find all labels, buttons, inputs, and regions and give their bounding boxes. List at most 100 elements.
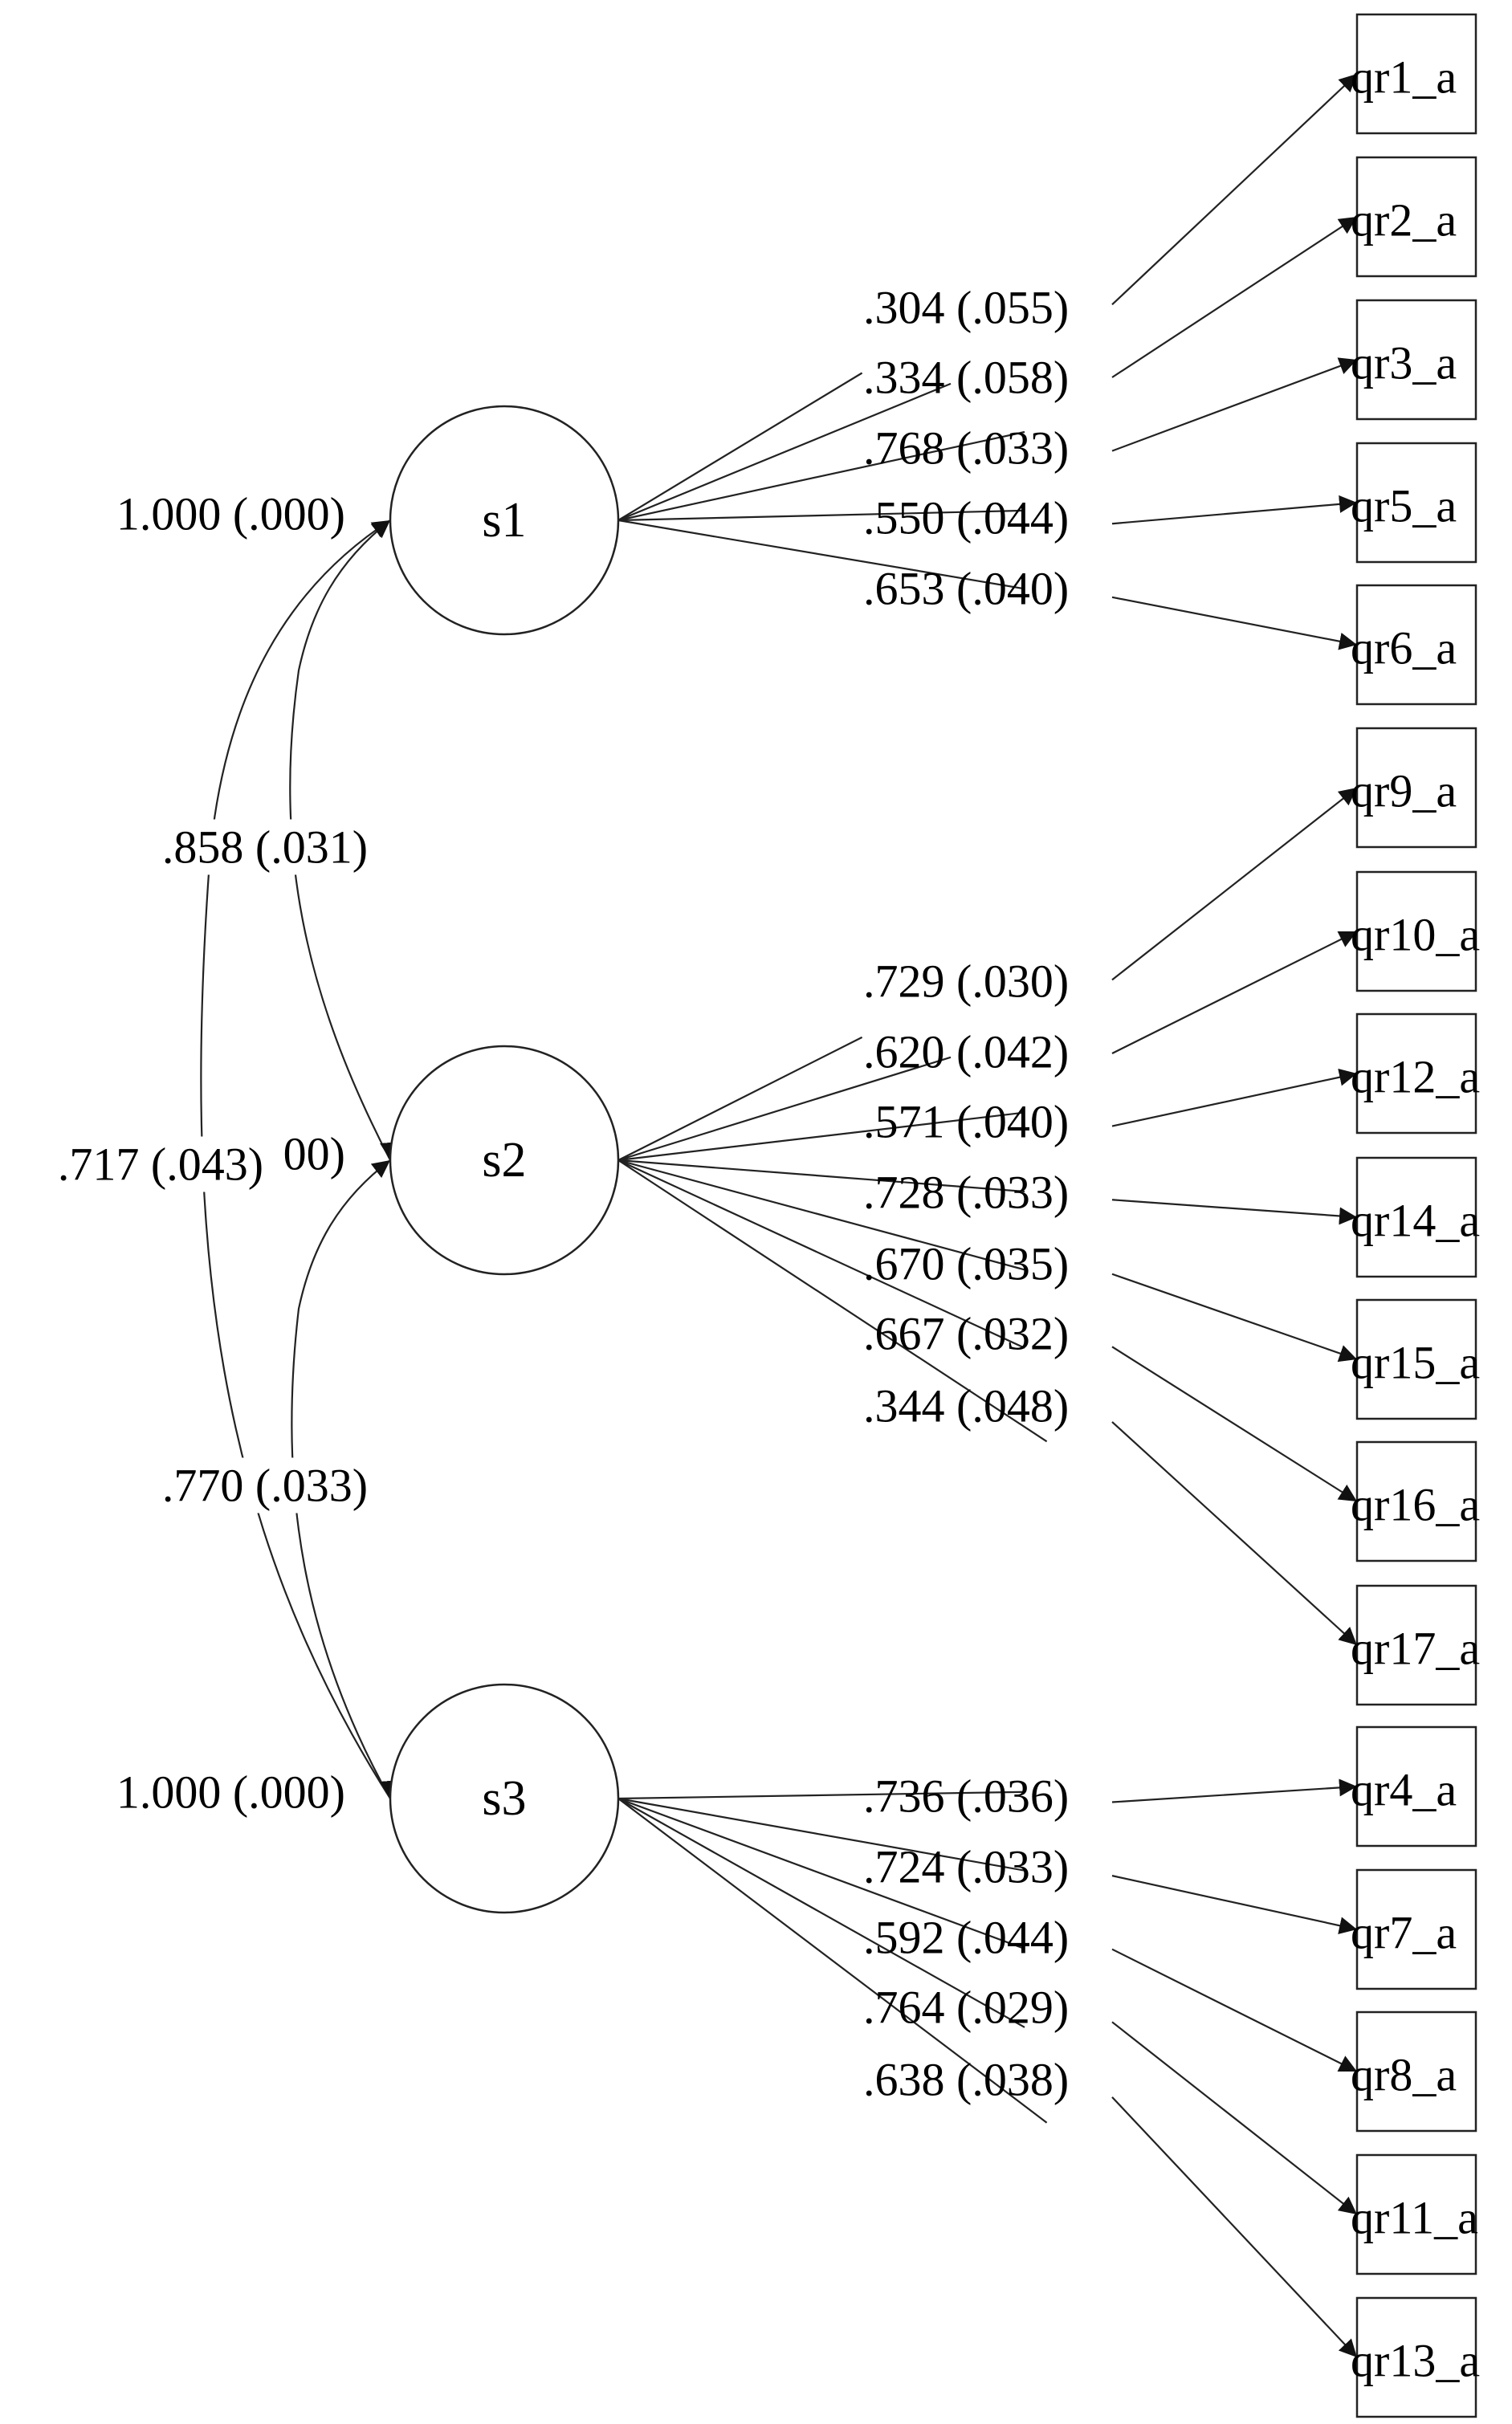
indicator-label-qr5_a: qr5_a — [1351, 480, 1457, 532]
loading-arrow-qr11_a — [1111, 2021, 1358, 2215]
edges-layer — [200, 73, 1358, 2358]
indicator-box-qr8_a — [1355, 2010, 1477, 2133]
indicator-label-qr6_a: qr6_a — [1351, 622, 1457, 674]
factor-node-s3 — [389, 1683, 620, 1914]
loading-label-qr5_a: .550 (.044) — [863, 492, 1069, 544]
cov-label-s1-s2: .858 (.031) — [162, 821, 368, 874]
indicator-label-qr1_a: qr1_a — [1351, 51, 1457, 104]
loading-arrow-qr4_a — [1111, 1778, 1358, 1803]
indicator-label-qr4_a: qr4_a — [1351, 1764, 1457, 1816]
loading-edge-qr13_a-start — [617, 1798, 1048, 2124]
indicator-box-qr1_a — [1355, 13, 1477, 135]
factor-label-s2: s2 — [482, 1133, 526, 1188]
variance-label-s2: 00) — [283, 1128, 345, 1180]
loading-arrow-qr13_a — [1111, 2096, 1358, 2358]
loading-arrow-qr15_a — [1111, 1273, 1358, 1363]
loading-label-qr8_a: .592 (.044) — [863, 1912, 1069, 1964]
loading-label-qr11_a: .764 (.029) — [863, 1982, 1069, 2034]
indicator-box-qr2_a — [1355, 156, 1477, 278]
labels-layer: s1 s2 s3 qr1_a qr2_a qr3_a qr5_a qr6_a qr9_a qr10… — [54, 51, 1480, 2387]
cov-label-backing — [158, 819, 372, 875]
indicator-label-qr3_a: qr3_a — [1351, 337, 1457, 389]
indicator-label-qr8_a: qr8_a — [1351, 2049, 1457, 2101]
loading-arrow-qr6_a — [1111, 596, 1358, 650]
loading-arrow-qr17_a — [1111, 1421, 1358, 1646]
loading-label-qr7_a: .724 (.033) — [863, 1841, 1069, 1893]
loading-label-qr3_a: .768 (.033) — [863, 422, 1069, 475]
loading-label-qr2_a: .334 (.058) — [863, 352, 1069, 404]
indicator-label-qr9_a: qr9_a — [1351, 765, 1457, 817]
nodes-layer — [389, 13, 1477, 2418]
indicator-box-qr14_a — [1355, 1156, 1477, 1278]
factor-node-s1 — [389, 405, 620, 636]
factor-node-s2 — [389, 1045, 620, 1276]
loading-label-qr14_a: .728 (.033) — [863, 1167, 1069, 1219]
cov-label-backing — [54, 1136, 267, 1192]
loading-edge-qr3_a-start — [617, 430, 1025, 522]
indicator-box-qr6_a — [1355, 584, 1477, 706]
loading-arrow-qr14_a — [1111, 1199, 1358, 1225]
loading-label-qr10_a: .620 (.042) — [863, 1026, 1069, 1078]
loading-label-qr12_a: .571 (.040) — [863, 1096, 1069, 1148]
indicator-label-qr12_a: qr12_a — [1351, 1051, 1480, 1103]
loading-edge-qr4_a-start — [617, 1791, 1025, 1800]
indicator-label-qr15_a: qr15_a — [1351, 1337, 1480, 1389]
indicator-label-qr10_a: qr10_a — [1351, 909, 1480, 961]
indicator-box-qr13_a — [1355, 2296, 1477, 2418]
cov-label-s1-s3: .717 (.043) — [58, 1139, 263, 1191]
indicator-label-qr11_a: qr11_a — [1351, 2192, 1478, 2244]
loading-label-qr4_a: .736 (.036) — [863, 1770, 1069, 1823]
cov-curve-s1-s2 — [289, 519, 391, 1161]
loading-edge-qr12_a-start — [617, 1111, 1025, 1162]
loading-arrow-qr8_a — [1111, 1948, 1358, 2072]
indicator-box-qr17_a — [1355, 1584, 1477, 1706]
loading-edge-qr6_a-start — [617, 519, 1025, 590]
indicator-box-qr7_a — [1355, 1868, 1477, 1990]
loading-label-qr16_a: .667 (.032) — [863, 1308, 1069, 1360]
indicator-box-qr11_a — [1355, 2153, 1477, 2275]
indicator-label-qr17_a: qr17_a — [1351, 1623, 1480, 1675]
indicator-box-qr10_a — [1355, 870, 1477, 992]
loading-arrow-qr5_a — [1111, 495, 1358, 525]
loading-edge-qr10_a-start — [617, 1056, 952, 1162]
loading-arrow-qr9_a — [1111, 787, 1358, 981]
loading-arrow-qr7_a — [1111, 1875, 1358, 1935]
loading-edge-qr8_a-start — [617, 1797, 1025, 1950]
factor-label-s1: s1 — [482, 493, 526, 548]
loading-label-qr17_a: .344 (.048) — [863, 1380, 1069, 1432]
loading-edge-qr16_a-start — [617, 1159, 1025, 1349]
indicator-box-qr9_a — [1355, 727, 1477, 849]
loading-label-qr6_a: .653 (.040) — [863, 563, 1069, 615]
variance-label-s3: 1.000 (.000) — [116, 1766, 345, 1819]
cov-curve-s2-s3 — [291, 1159, 391, 1799]
indicator-label-qr14_a: qr14_a — [1351, 1195, 1480, 1247]
indicator-box-qr3_a — [1355, 299, 1477, 421]
indicator-label-qr7_a: qr7_a — [1351, 1907, 1457, 1959]
indicator-label-qr16_a: qr16_a — [1351, 1479, 1480, 1531]
indicator-box-qr5_a — [1355, 442, 1477, 564]
loading-label-qr9_a: .729 (.030) — [863, 955, 1069, 1008]
loading-edge-qr5_a-start — [617, 509, 1025, 522]
cov-curve-s1-s3 — [200, 519, 391, 1799]
indicator-box-qr12_a — [1355, 1012, 1477, 1135]
loading-edge-qr14_a-start — [617, 1159, 1025, 1193]
cov-label-s2-s3: .770 (.033) — [162, 1460, 368, 1512]
loading-edge-qr9_a-start — [617, 1036, 863, 1161]
loading-arrow-qr2_a — [1111, 216, 1358, 378]
loading-arrow-qr12_a — [1111, 1068, 1358, 1127]
loading-arrow-qr16_a — [1111, 1346, 1358, 1502]
factor-label-s3: s3 — [482, 1771, 526, 1826]
indicator-box-qr4_a — [1355, 1725, 1477, 1848]
loading-edge-qr1_a-start — [617, 372, 863, 521]
indicator-box-qr16_a — [1355, 1440, 1477, 1562]
loading-label-qr1_a: .304 (.055) — [863, 282, 1069, 334]
indicator-label-qr2_a: qr2_a — [1351, 194, 1457, 246]
loading-label-qr15_a: .670 (.035) — [863, 1238, 1069, 1290]
indicator-label-qr13_a: qr13_a — [1351, 2335, 1480, 2387]
loading-edge-qr15_a-start — [617, 1159, 1025, 1271]
variance-label-s1: 1.000 (.000) — [116, 488, 345, 540]
cov-label-backing — [158, 1457, 372, 1513]
loading-label-qr13_a: .638 (.038) — [863, 2054, 1069, 2106]
loading-edge-qr7_a-start — [617, 1797, 1025, 1872]
